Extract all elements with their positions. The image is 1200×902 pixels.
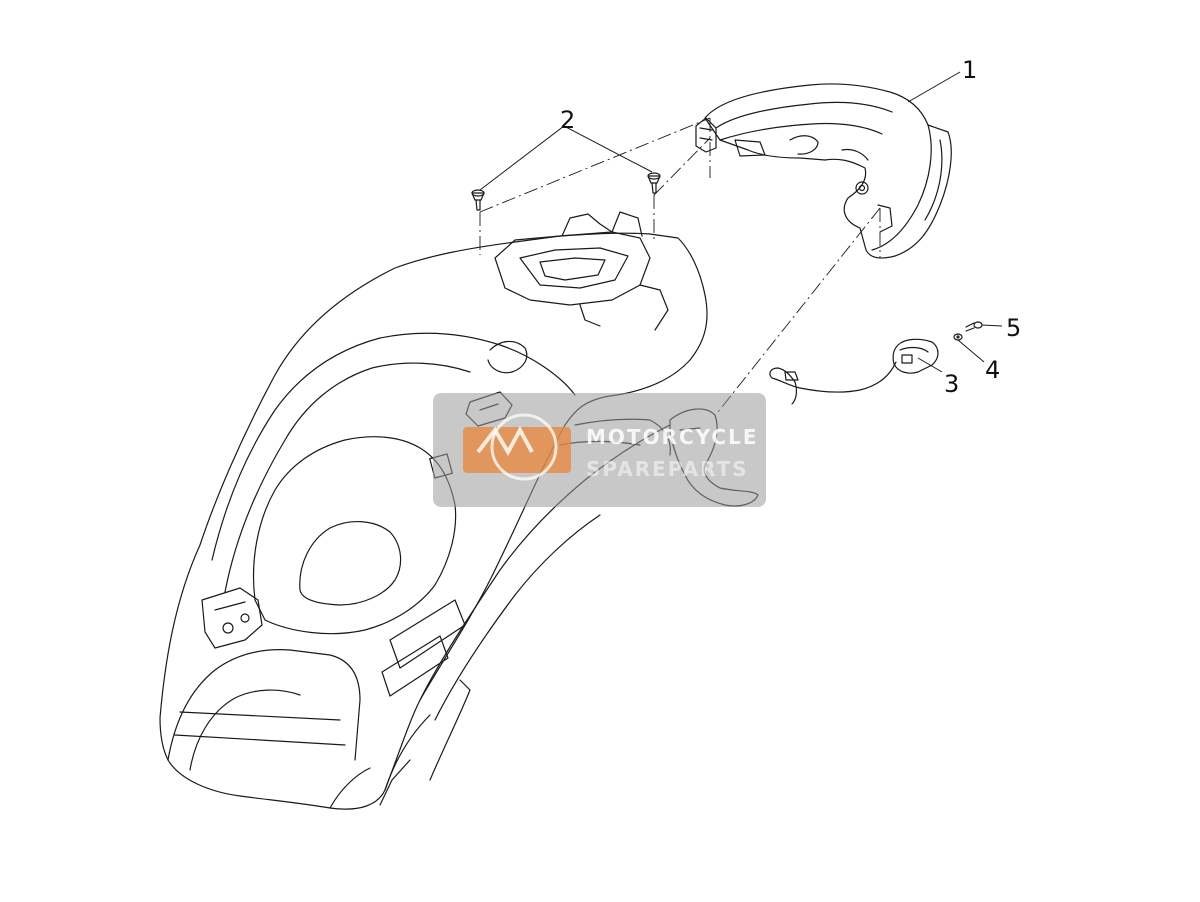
watermark-line1: MOTORCYCLE <box>586 425 758 449</box>
callout-1: 1 <box>962 56 977 84</box>
part-2-screw-right <box>647 172 661 194</box>
part-3-license-plate-light <box>769 338 939 405</box>
part-2-screw-left <box>471 189 485 211</box>
watermark-line2: SPAREPARTS <box>586 457 749 481</box>
rear-body-shell <box>159 232 708 810</box>
callout-5: 5 <box>1006 314 1021 342</box>
callout-2: 2 <box>560 106 575 134</box>
part-4-washer <box>953 333 963 341</box>
assembly-lines <box>479 117 881 413</box>
part-1-tail-light-assembly <box>695 83 952 259</box>
part-5-screw <box>965 321 983 332</box>
watermark: MOTORCYCLE SPAREPARTS <box>433 393 766 507</box>
leader-lines <box>479 71 1003 373</box>
watermark-logo-icon <box>463 413 571 481</box>
callout-3: 3 <box>944 370 959 398</box>
callout-4: 4 <box>985 356 1000 384</box>
battery-box <box>494 211 669 331</box>
